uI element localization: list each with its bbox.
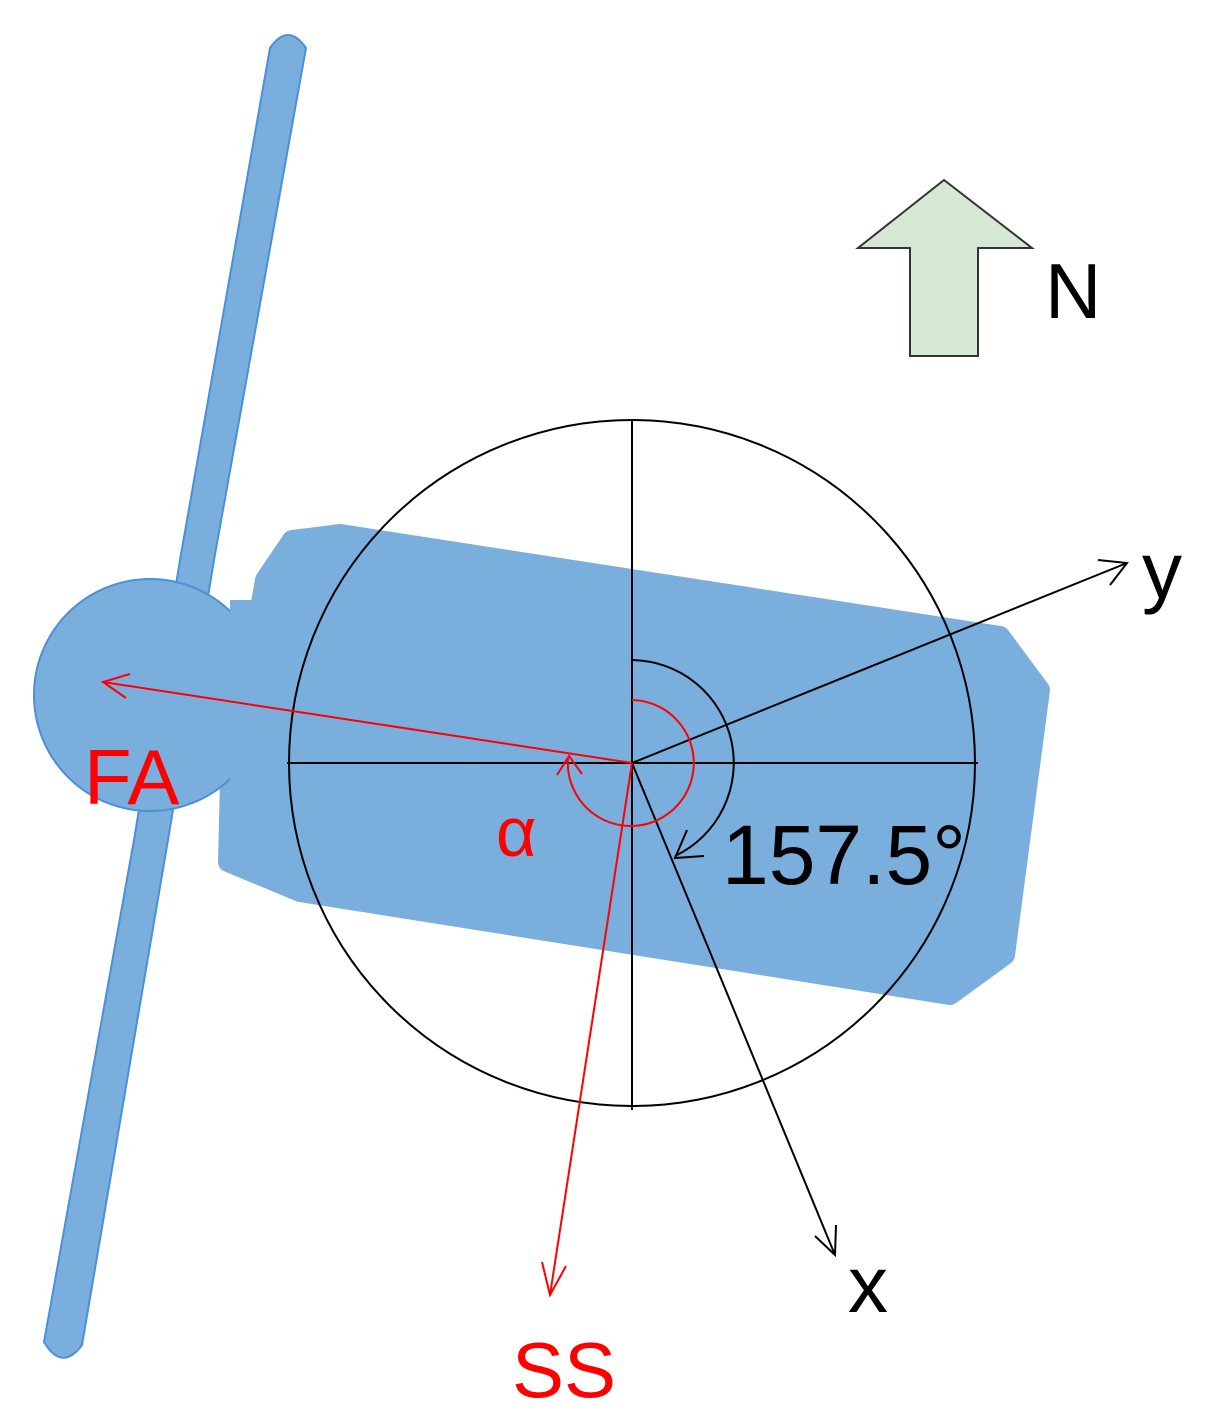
alpha-arc-arrowhead	[556, 754, 583, 776]
angle-arc-arrowhead	[673, 829, 705, 860]
x-axis-arrowhead	[814, 1224, 837, 1258]
fa-label: FA	[84, 733, 179, 821]
fa-axis-arrowhead	[100, 673, 131, 699]
angle-arc	[631, 659, 735, 857]
ss-axis-line	[549, 762, 633, 1296]
alpha-label: α	[496, 793, 536, 871]
ss-axis-arrowhead	[541, 1261, 567, 1298]
y-axis-line	[631, 562, 1128, 764]
x-axis-line	[631, 762, 836, 1256]
turbine	[33, 34, 1050, 1359]
turbine-axes	[631, 559, 1129, 1258]
north-label: N	[1045, 247, 1101, 335]
y-axis-label: y	[1142, 526, 1182, 615]
ss-label: SS	[512, 1326, 616, 1414]
y-axis-arrowhead	[1097, 559, 1129, 586]
x-axis-label: x	[848, 1240, 888, 1329]
nacelle	[218, 524, 1050, 1005]
north-arrow-icon	[855, 178, 1035, 357]
angle-label: 157.5°	[722, 808, 966, 902]
fa-axis-line	[102, 681, 633, 764]
load-axes	[100, 673, 695, 1298]
alpha-arc	[566, 699, 695, 827]
